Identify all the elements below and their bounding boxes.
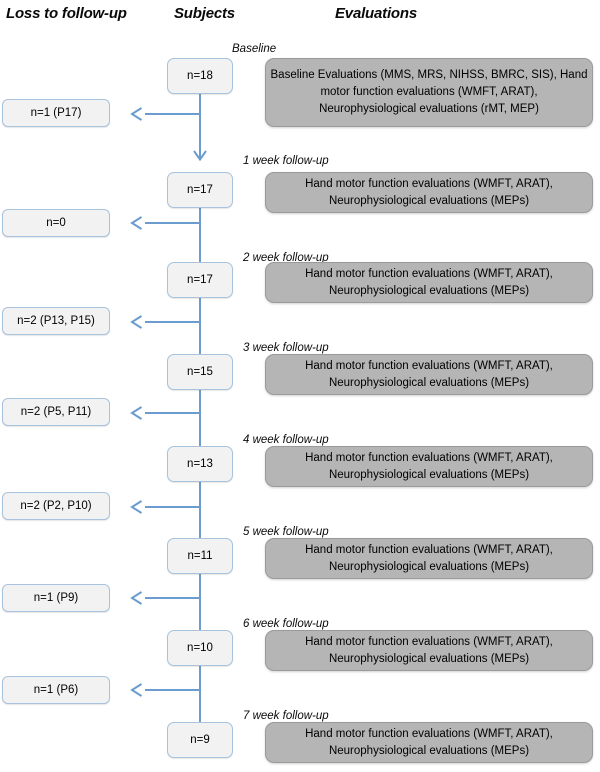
eval-line: Neurophysiological evaluations (MEPs): [328, 194, 530, 207]
stage-label-5-week: 5 week follow-up: [243, 526, 329, 538]
eval-line: Hand motor function evaluations (WMFT, A…: [305, 635, 553, 648]
eval-line: Neurophysiological evaluations (MEPs): [328, 468, 530, 481]
subject-box-baseline[interactable]: n=18: [167, 58, 233, 94]
loss-box-2week[interactable]: n=2 (P13, P15): [2, 307, 110, 335]
stage-label-3-week: 3 week follow-up: [243, 342, 329, 354]
connector-trunk-6week-to-7week: [199, 666, 201, 730]
subject-box-6week[interactable]: n=10: [167, 630, 233, 666]
subject-box-5week[interactable]: n=11: [167, 538, 233, 574]
arrowhead-down-1week: [193, 150, 207, 161]
arrowhead-left-6week: [130, 683, 143, 697]
connector-trunk-3week-to-4week: [199, 390, 201, 454]
stage-label-6-week: 6 week follow-up: [243, 618, 329, 630]
column-header-subjects: Subjects: [174, 5, 235, 22]
eval-box-2week[interactable]: Hand motor function evaluations (WMFT, A…: [265, 262, 593, 303]
eval-line: Neurophysiological evaluations (rMT, MEP…: [319, 103, 539, 115]
eval-line: Neurophysiological evaluations (MEPs): [328, 284, 530, 297]
eval-line: Baseline Evaluations (MMS, MRS, NIHSS, B…: [270, 69, 588, 81]
eval-box-5week[interactable]: Hand motor function evaluations (WMFT, A…: [265, 538, 593, 579]
eval-line: Hand motor function evaluations (WMFT, A…: [305, 543, 553, 556]
stage-label-1-week: 1 week follow-up: [243, 155, 329, 167]
arrowhead-left-4week: [130, 500, 143, 514]
eval-line: Hand motor function evaluations (WMFT, A…: [305, 267, 553, 280]
subject-box-1week[interactable]: n=17: [167, 172, 233, 208]
eval-line: Hand motor function evaluations (WMFT, A…: [305, 359, 553, 372]
stage-label-baseline: Baseline: [232, 43, 277, 55]
eval-box-6week[interactable]: Hand motor function evaluations (WMFT, A…: [265, 630, 593, 671]
eval-box-3week[interactable]: Hand motor function evaluations (WMFT, A…: [265, 354, 593, 395]
connector-trunk-1week-to-2week: [199, 208, 201, 272]
connector-trunk-5week-to-6week: [199, 574, 201, 638]
connector-loss-line-baseline: [145, 113, 201, 115]
connector-loss-line-5week: [145, 597, 201, 599]
loss-box-1week[interactable]: n=0: [2, 209, 110, 237]
connector-trunk-2week-to-3week: [199, 298, 201, 362]
arrowhead-left-1week: [130, 216, 143, 230]
eval-line: motor function evaluations (WMFT, ARAT),: [320, 86, 538, 98]
loss-box-5week[interactable]: n=1 (P9): [2, 584, 110, 612]
stage-label-7-week: 7 week follow-up: [243, 710, 329, 722]
loss-box-6week[interactable]: n=1 (P6): [2, 676, 110, 704]
eval-line: Neurophysiological evaluations (MEPs): [328, 652, 530, 665]
eval-box-7week[interactable]: Hand motor function evaluations (WMFT, A…: [265, 722, 593, 763]
eval-line: Neurophysiological evaluations (MEPs): [328, 376, 530, 389]
connector-loss-line-6week: [145, 689, 201, 691]
loss-box-3week[interactable]: n=2 (P5, P11): [2, 398, 110, 426]
subject-box-4week[interactable]: n=13: [167, 446, 233, 482]
subject-box-2week[interactable]: n=17: [167, 262, 233, 298]
connector-loss-line-4week: [145, 506, 201, 508]
subject-box-7week[interactable]: n=9: [167, 722, 233, 758]
column-header-evaluations: Evaluations: [335, 5, 417, 22]
connector-loss-line-1week: [145, 222, 201, 224]
connector-trunk-4week-to-5week: [199, 482, 201, 546]
eval-line: Hand motor function evaluations (WMFT, A…: [305, 727, 553, 740]
loss-box-4week[interactable]: n=2 (P2, P10): [2, 492, 110, 520]
loss-box-baseline[interactable]: n=1 (P17): [2, 99, 110, 127]
arrowhead-left-baseline: [130, 107, 143, 121]
column-header-loss-to-follow-up: Loss to follow-up: [6, 5, 127, 22]
eval-line: Hand motor function evaluations (WMFT, A…: [305, 451, 553, 464]
subject-box-3week[interactable]: n=15: [167, 354, 233, 390]
stage-label-4-week: 4 week follow-up: [243, 434, 329, 446]
connector-loss-line-2week: [145, 321, 201, 323]
eval-line: Neurophysiological evaluations (MEPs): [328, 560, 530, 573]
stage-label-2-week: 2 week follow-up: [243, 252, 329, 264]
eval-box-baseline[interactable]: Baseline Evaluations (MMS, MRS, NIHSS, B…: [265, 58, 593, 127]
arrowhead-left-5week: [130, 591, 143, 605]
arrowhead-left-3week: [130, 406, 143, 420]
eval-line: Hand motor function evaluations (WMFT, A…: [305, 177, 553, 190]
arrowhead-left-2week: [130, 315, 143, 329]
connector-loss-line-3week: [145, 412, 201, 414]
eval-box-1week[interactable]: Hand motor function evaluations (WMFT, A…: [265, 172, 593, 213]
eval-line: Neurophysiological evaluations (MEPs): [328, 744, 530, 757]
eval-box-4week[interactable]: Hand motor function evaluations (WMFT, A…: [265, 446, 593, 487]
connector-trunk-baseline-to-1week: [199, 94, 201, 158]
